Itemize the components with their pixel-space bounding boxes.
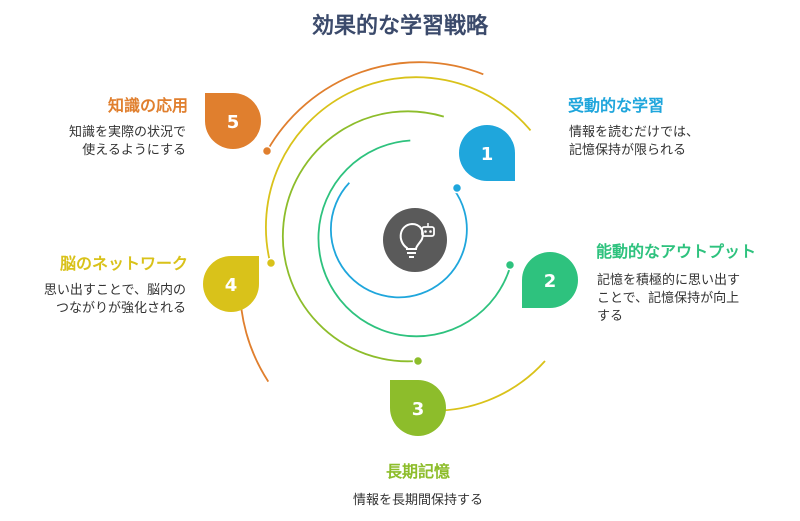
lightbulb-robot-icon: [383, 208, 447, 272]
step-number-4: 4: [225, 275, 238, 296]
step-desc-3: 情報を長期間保持する: [300, 492, 536, 510]
dot-step2: [504, 259, 516, 271]
step-number-2: 2: [544, 271, 557, 292]
step-desc-2-line-2: ことで、記憶保持が向上: [597, 291, 740, 306]
step-desc-3-line-1: 情報を長期間保持する: [352, 493, 483, 508]
step-desc-1: 情報を読むだけでは、 記憶保持が限られる: [569, 124, 699, 160]
dot-step5: [261, 145, 273, 157]
step-desc-5-line-1: 知識を実際の状況で: [68, 125, 186, 140]
arc-step3: [282, 110, 445, 363]
arc-step4: [265, 76, 532, 264]
dot-step1: [451, 182, 463, 194]
step-desc-5-line-2: 使えるようにする: [82, 143, 186, 158]
step-badge-5: 5: [205, 93, 261, 149]
step-number-3: 3: [412, 399, 425, 420]
step-desc-5: 知識を実際の状況で 使えるようにする: [69, 124, 186, 160]
step-heading-3: 長期記憶: [385, 462, 450, 481]
arc-step5: [266, 61, 484, 151]
step-desc-1-line-2: 記憶保持が限られる: [569, 143, 687, 158]
dot-step4: [265, 257, 277, 269]
step-heading-4: 脳のネットワーク: [59, 254, 188, 273]
step-number-5: 5: [227, 112, 240, 133]
page-title: 効果的な学習戦略: [311, 14, 488, 39]
arc-step2: [317, 139, 512, 338]
dot-step3: [412, 355, 424, 367]
step-desc-1-line-1: 情報を読むだけでは、: [569, 125, 700, 140]
step-heading-5: 知識の応用: [107, 96, 188, 115]
step-desc-2-line-3: する: [597, 309, 624, 324]
step-number-1: 1: [481, 144, 494, 165]
step-heading-1: 受動的な学習: [568, 96, 665, 115]
step-badge-1: 1: [459, 125, 515, 181]
step-badge-3: 3: [390, 380, 446, 436]
step-desc-4-line-1: 思い出すことで、脳内の: [43, 283, 186, 298]
step-badge-2: 2: [522, 252, 578, 308]
step-desc-2: 記憶を積極的に思い出す ことで、記憶保持が向上 する: [597, 272, 740, 326]
step-badge-4: 4: [203, 256, 259, 312]
arc-step1: [330, 182, 468, 299]
step-heading-2: 能動的なアウトプット: [596, 242, 757, 261]
step-desc-2-line-1: 記憶を積極的に思い出す: [597, 273, 741, 288]
step-desc-4-line-2: つながりが強化される: [55, 301, 186, 316]
step-desc-4: 思い出すことで、脳内の つながりが強化される: [44, 282, 186, 318]
